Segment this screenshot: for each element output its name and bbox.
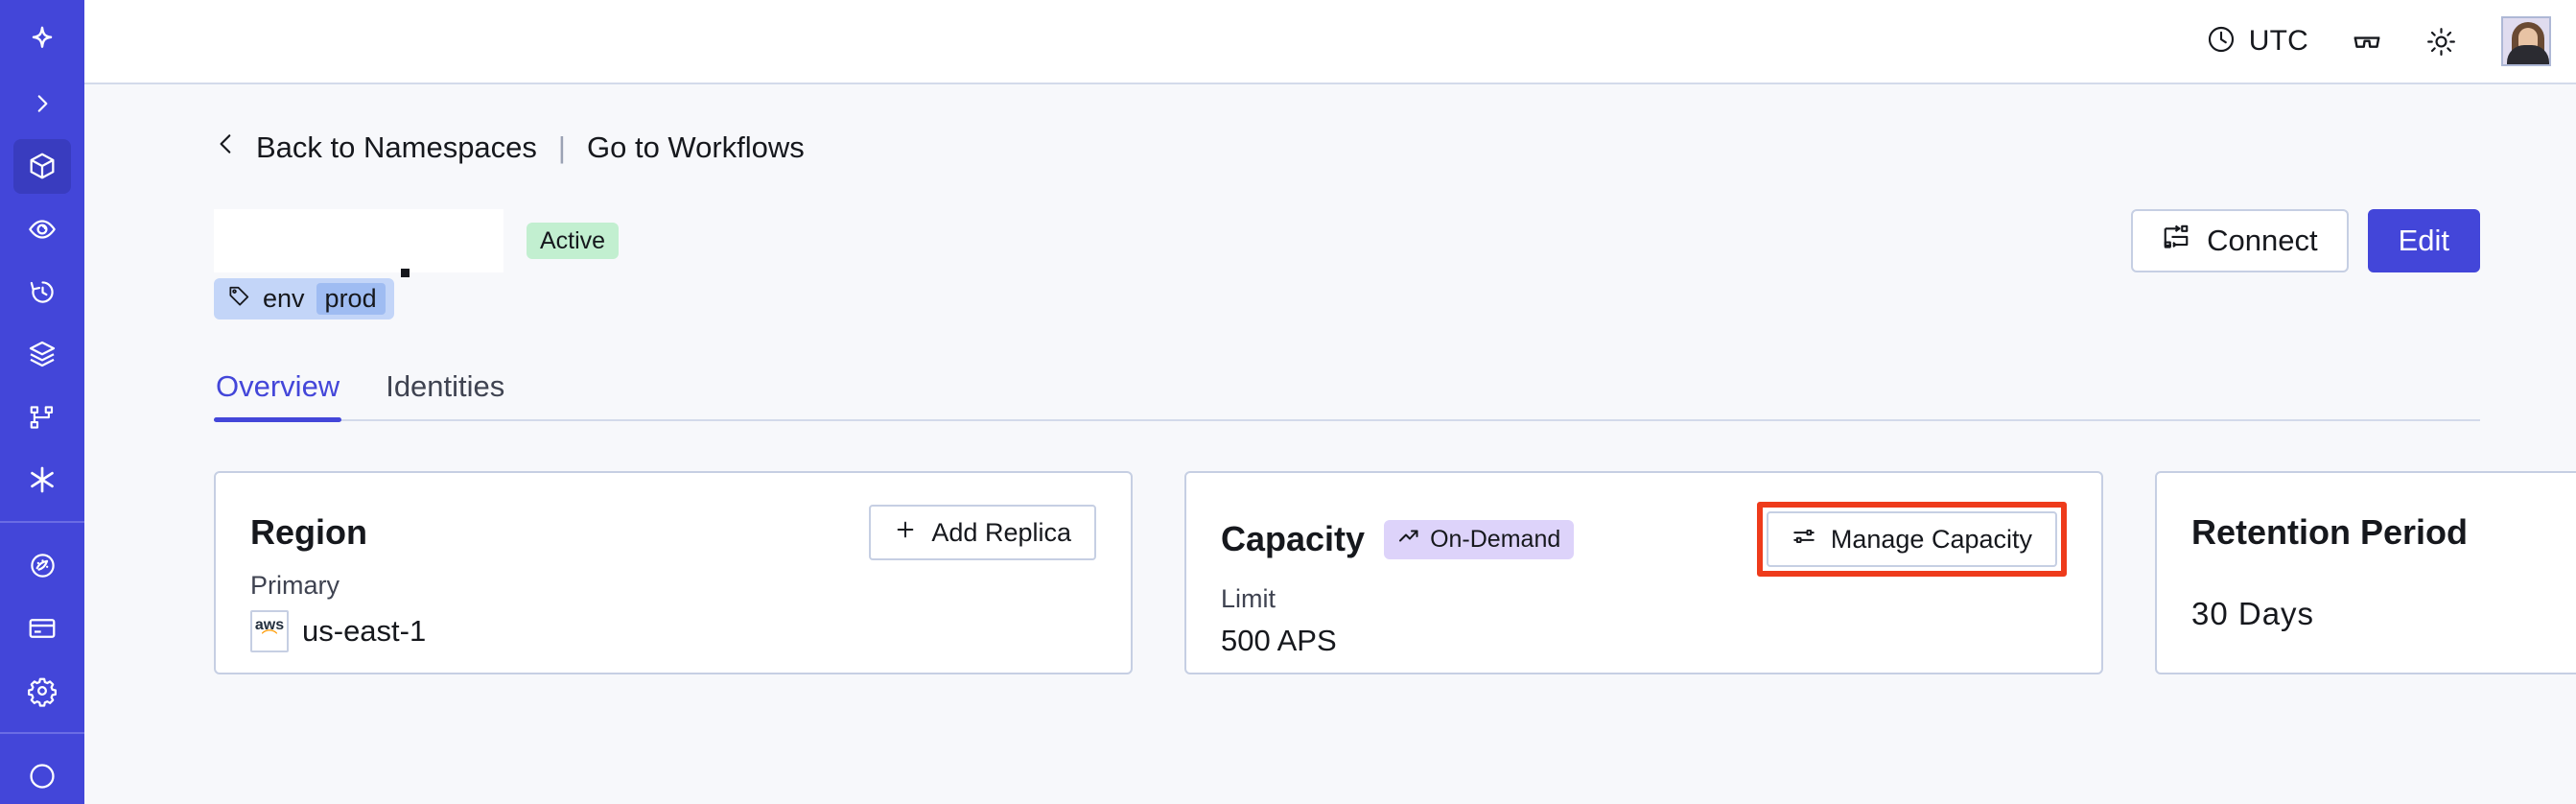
aws-logo-icon: aws⌒	[250, 610, 289, 652]
capacity-value: 500 APS	[1221, 624, 1337, 657]
connect-button-label: Connect	[2207, 224, 2318, 257]
sidebar-divider-2	[0, 731, 84, 734]
capacity-sub-label: Limit	[1221, 584, 1276, 613]
sun-icon[interactable]	[2425, 26, 2457, 58]
region-sub-label: Primary	[250, 571, 340, 600]
timezone-label: UTC	[2248, 25, 2308, 57]
sidebar-item-observability[interactable]	[13, 201, 71, 256]
sidebar-item-history[interactable]	[13, 264, 71, 319]
tag-value: prod	[316, 283, 386, 315]
edit-button[interactable]: Edit	[2367, 209, 2480, 272]
manage-capacity-button[interactable]: Manage Capacity	[1766, 511, 2057, 567]
trending-up-icon	[1397, 525, 1420, 555]
sidebar-item-settings[interactable]	[13, 663, 71, 718]
breadcrumb-separator: |	[557, 130, 566, 164]
add-replica-label: Add Replica	[931, 517, 1071, 547]
page-title	[214, 209, 503, 277]
retention-value: 30 Days	[2191, 596, 2315, 631]
retention-card-title: Retention Period	[2191, 512, 2469, 552]
edit-button-label: Edit	[2398, 224, 2449, 257]
region-card-title: Region	[250, 512, 367, 552]
breadcrumb: Back to Namespaces | Go to Workflows	[214, 129, 2480, 167]
sidebar-item-help[interactable]	[13, 749, 71, 804]
four-point-star-logo-icon[interactable]	[13, 13, 71, 68]
namespace-tag[interactable]: env prod	[214, 278, 394, 319]
manage-capacity-highlight: Manage Capacity	[1756, 502, 2067, 577]
avatar[interactable]	[2501, 16, 2551, 66]
capacity-mode-label: On-Demand	[1430, 525, 1561, 553]
tag-icon	[227, 284, 251, 315]
capacity-card-head: Capacity On-Demand	[1221, 502, 2067, 577]
retention-card: Retention Period 30 Days	[2155, 471, 2576, 674]
title-actions: Connect Edit	[2131, 209, 2480, 272]
tab-identities[interactable]: Identities	[386, 369, 505, 403]
retention-card-head: Retention Period	[2191, 502, 2576, 563]
region-card-action: Add Replica	[869, 505, 1096, 560]
region-value: us-east-1	[302, 614, 427, 648]
page-content: Back to Namespaces | Go to Workflows Act…	[84, 84, 2576, 804]
sidebar-item-expand-rail[interactable]	[13, 76, 71, 130]
sidebar-item-namespaces[interactable]	[13, 138, 71, 195]
capacity-card-title: Capacity	[1221, 519, 1366, 558]
add-replica-button[interactable]: Add Replica	[869, 505, 1096, 560]
capacity-mode-badge: On-Demand	[1384, 519, 1575, 559]
connect-nodes-icon	[2162, 223, 2190, 259]
region-value-row: aws⌒ us-east-1	[250, 610, 1096, 652]
sidebar-item-usage[interactable]	[13, 538, 71, 593]
capacity-card: Capacity On-Demand	[1184, 471, 2103, 674]
avatar-body	[2507, 45, 2549, 64]
breadcrumb-back-link[interactable]: Back to Namespaces	[256, 130, 537, 164]
top-bar: UTC	[84, 0, 2576, 84]
tab-bar: Overview Identities	[214, 369, 2480, 422]
region-card: Region Add Replica	[214, 471, 1133, 674]
manage-capacity-label: Manage Capacity	[1830, 524, 2032, 554]
main-pane: UTC	[84, 0, 2576, 804]
tag-key: env	[263, 284, 305, 313]
overview-cards: Region Add Replica	[214, 471, 2576, 674]
sliders-icon	[1791, 524, 1816, 556]
sidebar-item-workflows[interactable]	[13, 390, 71, 444]
sidebar-item-billing[interactable]	[13, 601, 71, 655]
chevron-left-icon[interactable]	[214, 129, 239, 167]
status-badge: Active	[527, 222, 620, 260]
sidebar-divider-1	[0, 520, 84, 523]
sidebar-item-layers[interactable]	[13, 327, 71, 382]
glasses-icon[interactable]	[2351, 25, 2383, 58]
namespace-title-row: Active Co	[214, 209, 2480, 277]
plus-icon	[894, 518, 917, 548]
tab-overview[interactable]: Overview	[214, 369, 342, 422]
tag-row: env prod	[214, 278, 2480, 319]
connect-button[interactable]: Connect	[2131, 209, 2349, 272]
capacity-card-action: Manage Capacity	[1756, 502, 2067, 577]
breadcrumb-forward-link[interactable]: Go to Workflows	[586, 130, 805, 164]
clock-icon	[2206, 24, 2236, 59]
sidebar-nav	[0, 0, 84, 804]
timezone-selector[interactable]: UTC	[2206, 24, 2308, 59]
sidebar-item-integrations[interactable]	[13, 452, 71, 507]
region-card-head: Region Add Replica	[250, 502, 1096, 563]
